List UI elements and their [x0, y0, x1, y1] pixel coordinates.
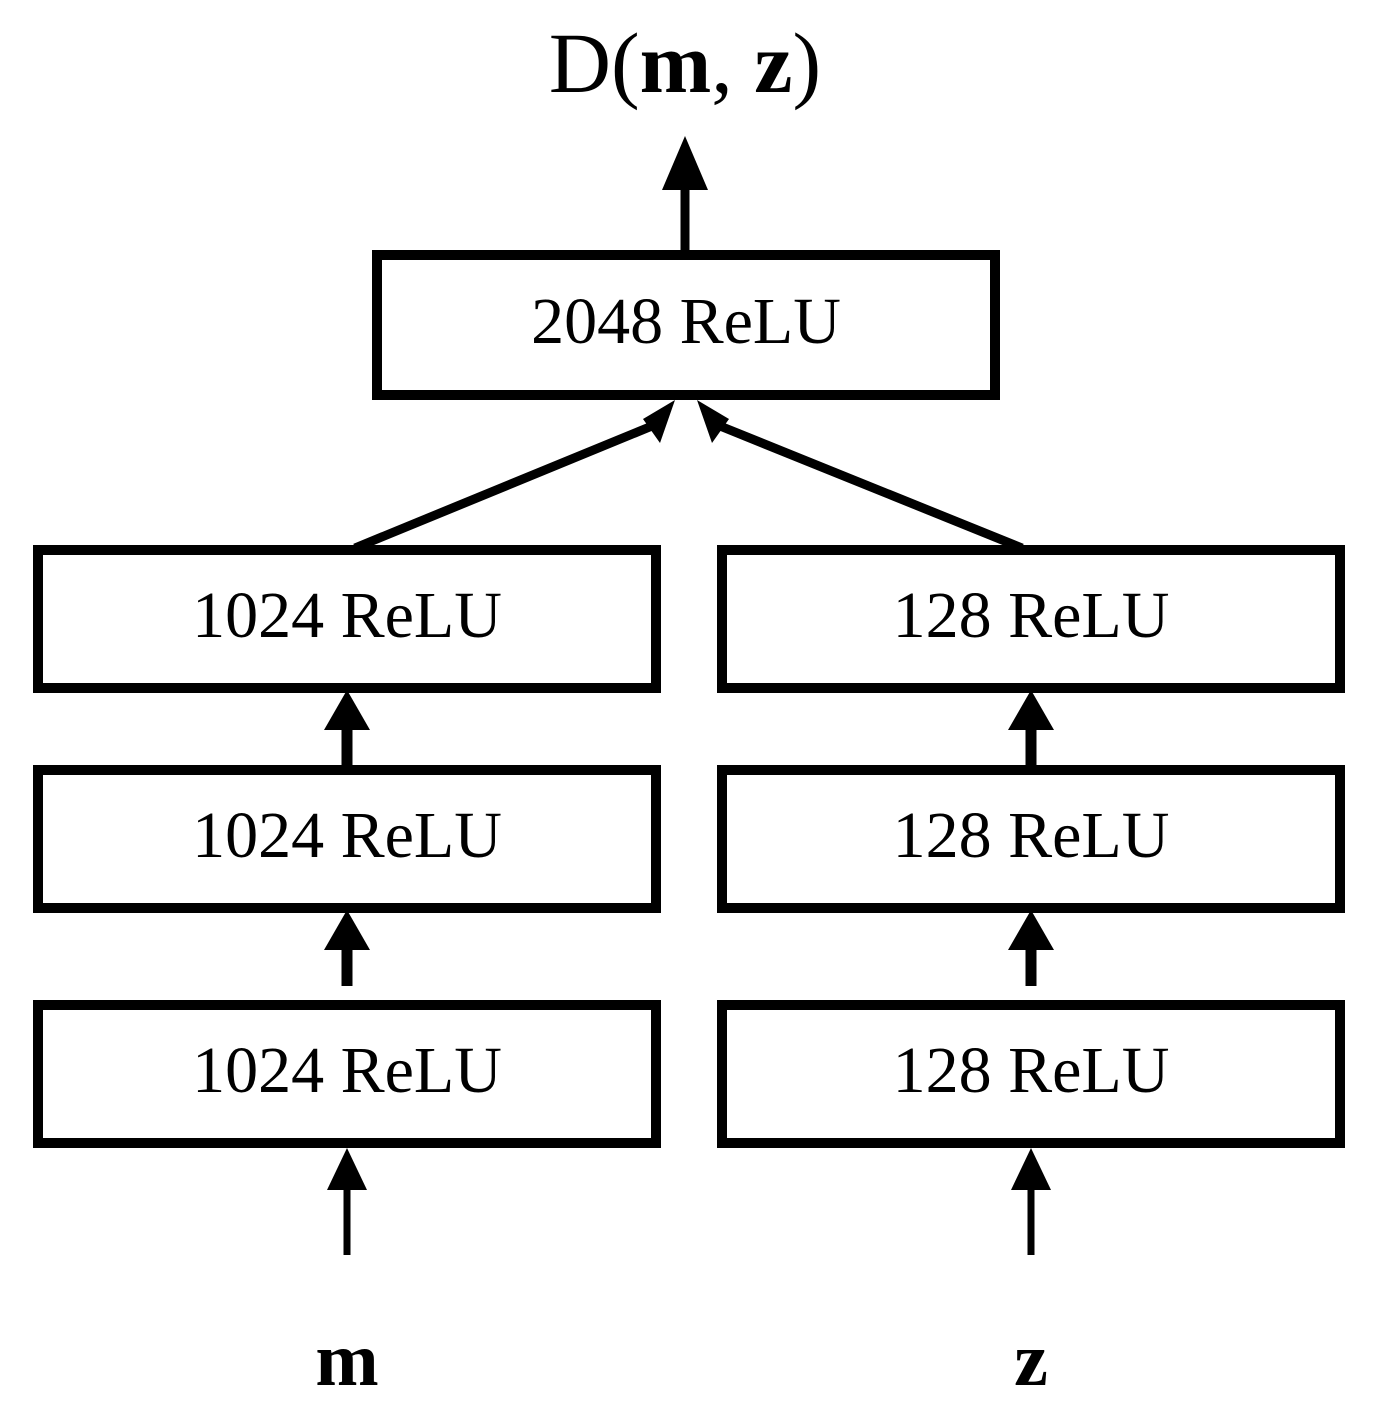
- edge-right3-to-merge: [697, 400, 1024, 553]
- edge-right2-to-right3-arrowhead: [1008, 690, 1054, 730]
- edge-left2-to-left3-arrowhead: [324, 690, 370, 730]
- layer-box-left-1[interactable]: 1024 ReLU: [33, 1000, 661, 1148]
- edge-m-to-left1-arrowhead: [327, 1148, 367, 1190]
- layer-box-left-3[interactable]: 1024 ReLU: [33, 545, 661, 693]
- layer-box-right-3-rect: [717, 545, 1345, 693]
- layer-box-left-1-label: 1024 ReLU: [192, 1034, 502, 1107]
- edge-right1-to-right2: [1008, 910, 1054, 986]
- edge-left3-to-merge: [353, 400, 675, 553]
- output-expression-prefix: D(: [549, 15, 640, 111]
- output-expression: D(m, z): [549, 15, 821, 111]
- edge-left3-to-merge-arrowhead: [643, 400, 675, 443]
- layer-box-left-3-label: 1024 ReLU: [192, 579, 502, 652]
- layer-box-right-1-label: 128 ReLU: [893, 1034, 1170, 1107]
- layer-box-right-2-rect: [717, 765, 1345, 913]
- edge-left1-to-left2: [324, 910, 370, 986]
- layer-box-right-3[interactable]: 128 ReLU: [717, 545, 1345, 693]
- edge-merge-to-output-arrowhead: [662, 136, 708, 190]
- layer-box-left-2-label: 1024 ReLU: [192, 799, 502, 872]
- edge-left1-to-left2-arrowhead: [324, 910, 370, 950]
- layer-box-left-3-rect: [33, 545, 661, 693]
- edge-right1-to-right2-arrowhead: [1008, 910, 1054, 950]
- output-expression-separator: ,: [711, 15, 754, 111]
- input-label-z: z: [1014, 1318, 1048, 1402]
- layer-box-right-2[interactable]: 128 ReLU: [717, 765, 1345, 913]
- layer-box-right-3-label: 128 ReLU: [893, 579, 1170, 652]
- layer-box-left-2[interactable]: 1024 ReLU: [33, 765, 661, 913]
- output-expression-suffix: ): [792, 15, 821, 111]
- layer-box-right-1[interactable]: 128 ReLU: [717, 1000, 1345, 1148]
- output-expression-var-z: z: [754, 15, 792, 111]
- layer-box-left-2-rect: [33, 765, 661, 913]
- edge-z-to-right1: [1011, 1148, 1051, 1255]
- layer-box-merge-2048[interactable]: 2048 ReLU: [372, 250, 1000, 400]
- layer-box-left-1-rect: [33, 1000, 661, 1148]
- edge-right3-to-merge-arrowhead: [697, 400, 729, 443]
- edge-z-to-right1-arrowhead: [1011, 1148, 1051, 1190]
- layer-box-right-2-label: 128 ReLU: [893, 799, 1170, 872]
- layer-box-merge-2048-label: 2048 ReLU: [531, 285, 841, 358]
- edge-right2-to-right3: [1008, 690, 1054, 766]
- edge-left3-to-merge-shaft: [353, 421, 654, 553]
- edge-right3-to-merge-shaft: [718, 421, 1024, 553]
- edge-merge-to-output: [662, 136, 708, 253]
- input-label-m: m: [315, 1318, 378, 1402]
- edge-left2-to-left3: [324, 690, 370, 766]
- layer-box-right-1-rect: [717, 1000, 1345, 1148]
- layer-box-merge-2048-rect: [372, 250, 1000, 400]
- edge-m-to-left1: [327, 1148, 367, 1255]
- output-expression-var-m: m: [640, 15, 712, 111]
